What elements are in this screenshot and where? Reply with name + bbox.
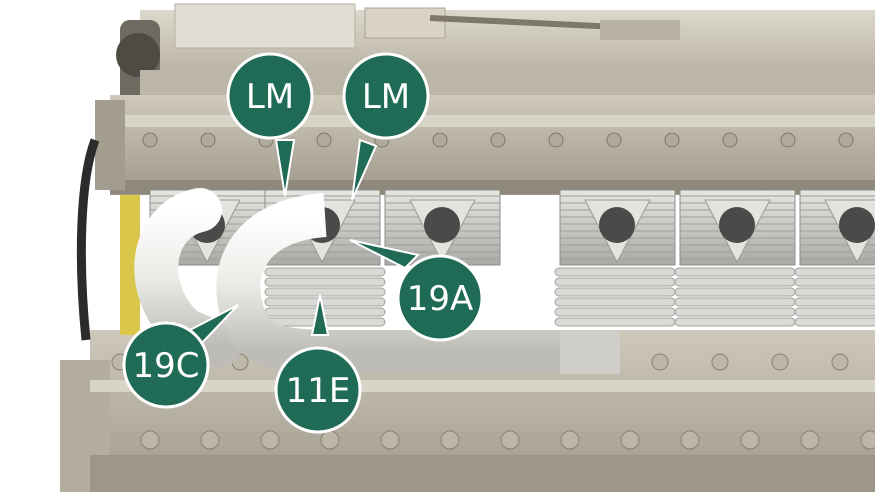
crank-bolt bbox=[831, 353, 849, 371]
head-bolt-row bbox=[142, 132, 854, 148]
barrel-ring bbox=[794, 287, 875, 297]
head-bolt bbox=[838, 132, 854, 148]
crank-bolt bbox=[380, 430, 400, 450]
head-bolt bbox=[548, 132, 564, 148]
port-opening bbox=[424, 207, 460, 243]
barrel-ring bbox=[554, 267, 676, 277]
yellow-bracket bbox=[120, 195, 140, 335]
head-bolt bbox=[432, 132, 448, 148]
callout-19a: 19A bbox=[396, 254, 484, 342]
barrel-ring bbox=[794, 277, 875, 287]
exhaust-pipe-19c bbox=[134, 188, 242, 367]
head-bolt bbox=[606, 132, 622, 148]
cylinder-barrel bbox=[554, 267, 676, 327]
crank-bolt bbox=[771, 353, 789, 371]
callout-11e-label: 11E bbox=[286, 371, 351, 411]
callout-lm-left: LM bbox=[226, 52, 314, 140]
barrel-ring bbox=[554, 317, 676, 327]
crank-bolt bbox=[320, 430, 340, 450]
barrel-ring bbox=[674, 287, 796, 297]
crank-bolt bbox=[440, 430, 460, 450]
port-opening bbox=[719, 207, 755, 243]
crank-bolt bbox=[560, 430, 580, 450]
callout-19c-label: 19C bbox=[132, 346, 199, 386]
barrel-ring bbox=[674, 277, 796, 287]
head-bolt bbox=[200, 132, 216, 148]
barrel-ring bbox=[794, 317, 875, 327]
barrel-ring bbox=[674, 307, 796, 317]
exhaust-port bbox=[799, 189, 875, 266]
crank-bolt bbox=[620, 430, 640, 450]
callout-11e: 11E bbox=[274, 346, 362, 434]
head-bolt bbox=[780, 132, 796, 148]
barrel-ring bbox=[794, 297, 875, 307]
head-bolt bbox=[316, 132, 332, 148]
lm-left-pointer bbox=[274, 139, 296, 197]
valve-cover bbox=[116, 3, 875, 110]
cylinder-barrel bbox=[794, 267, 875, 327]
cylinder-barrel bbox=[264, 267, 386, 327]
barrel-ring bbox=[794, 307, 875, 317]
crank-bolt bbox=[260, 430, 280, 450]
barrel-ring bbox=[554, 287, 676, 297]
crank-bolt bbox=[200, 430, 220, 450]
crank-bolt bbox=[711, 353, 729, 371]
head-bolt bbox=[664, 132, 680, 148]
barrel-ring bbox=[554, 297, 676, 307]
head-bolt bbox=[490, 132, 506, 148]
crank-bolt bbox=[500, 430, 520, 450]
barrel-ring bbox=[264, 307, 386, 317]
barrel-ring bbox=[264, 267, 386, 277]
barrel-ring bbox=[264, 297, 386, 307]
port-opening bbox=[599, 207, 635, 243]
callout-pointers bbox=[188, 138, 420, 347]
exhaust-port bbox=[559, 189, 676, 266]
barrel-ring bbox=[264, 277, 386, 287]
callout-19a-label: 19A bbox=[407, 279, 474, 319]
cylinder-barrels bbox=[264, 267, 875, 327]
port-opening bbox=[839, 207, 875, 243]
barrel-ring bbox=[264, 287, 386, 297]
exhaust-pipe-19a bbox=[216, 193, 600, 374]
crank-bolt bbox=[651, 353, 669, 371]
crank-bolt bbox=[800, 430, 820, 450]
lm-right-pointer bbox=[351, 138, 378, 201]
callout-lm-right-label: LM bbox=[362, 77, 410, 117]
part-11e-pointer bbox=[310, 294, 330, 336]
crank-bolt bbox=[740, 430, 760, 450]
barrel-ring bbox=[674, 267, 796, 277]
callout-lm-left-label: LM bbox=[246, 77, 294, 117]
crank-bolt bbox=[140, 430, 160, 450]
barrel-ring bbox=[554, 307, 676, 317]
head-bolt bbox=[722, 132, 738, 148]
hose bbox=[76, 138, 100, 341]
barrel-ring bbox=[674, 297, 796, 307]
barrel-ring bbox=[554, 277, 676, 287]
barrel-ring bbox=[674, 317, 796, 327]
barrel-ring bbox=[794, 267, 875, 277]
part-19a-pointer bbox=[349, 239, 420, 270]
callout-19c: 19C bbox=[122, 321, 210, 409]
head-bolt bbox=[142, 132, 158, 148]
pipe-joint bbox=[560, 330, 620, 374]
exhaust-port bbox=[679, 189, 796, 266]
crank-bolt bbox=[680, 430, 700, 450]
crank-bolt bbox=[860, 430, 875, 450]
callout-lm-right: LM bbox=[342, 52, 430, 140]
